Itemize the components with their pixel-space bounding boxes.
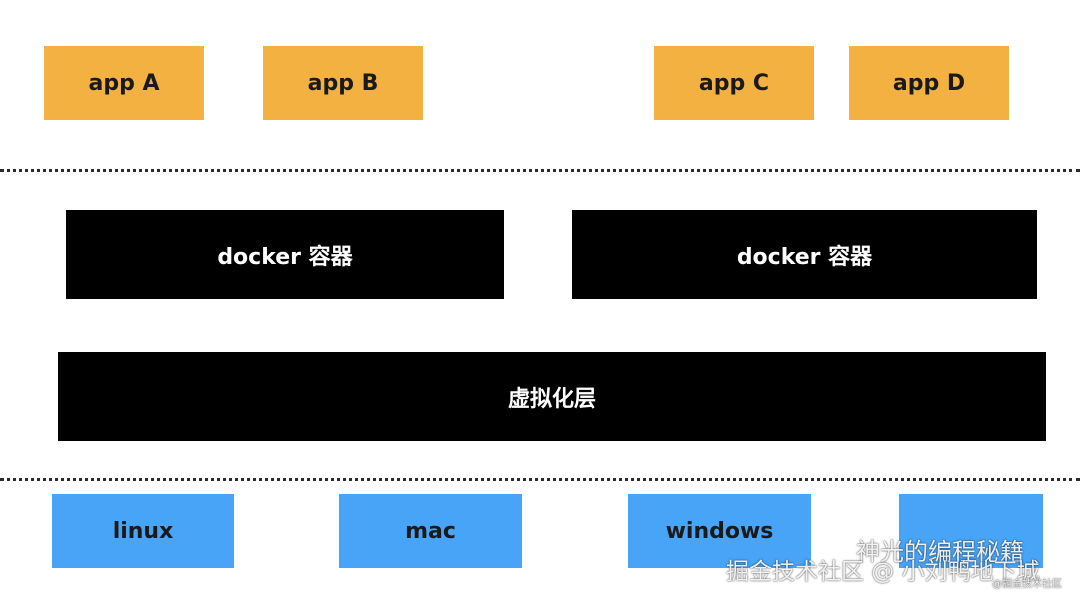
layer-separator-top bbox=[0, 169, 1080, 172]
watermark-line2-text: 掘金技术社区 @ 小刘鸭地下城 bbox=[726, 559, 1040, 585]
virtualization-layer-box: 虚拟化层 bbox=[58, 352, 1046, 441]
wechat-icon bbox=[811, 538, 848, 561]
layer-separator-bottom bbox=[0, 478, 1080, 481]
app-b-box: app B bbox=[263, 46, 423, 120]
docker-container-box-right: docker 容器 bbox=[572, 210, 1037, 299]
app-c-box: app C bbox=[654, 46, 814, 120]
os-fourth-box bbox=[899, 494, 1043, 568]
os-mac-box: mac bbox=[339, 494, 522, 568]
watermark-line1-text: 神光的编程秘籍 bbox=[856, 538, 1024, 566]
watermark-wechat: 神光的编程秘籍 bbox=[810, 532, 1024, 567]
docker-container-box-left: docker 容器 bbox=[66, 210, 504, 299]
app-a-box: app A bbox=[44, 46, 204, 120]
os-windows-box: windows bbox=[628, 494, 811, 568]
os-linux-box: linux bbox=[52, 494, 234, 568]
watermark-line3-text: @掘金技术社区 bbox=[992, 579, 1062, 590]
app-d-box: app D bbox=[849, 46, 1009, 120]
